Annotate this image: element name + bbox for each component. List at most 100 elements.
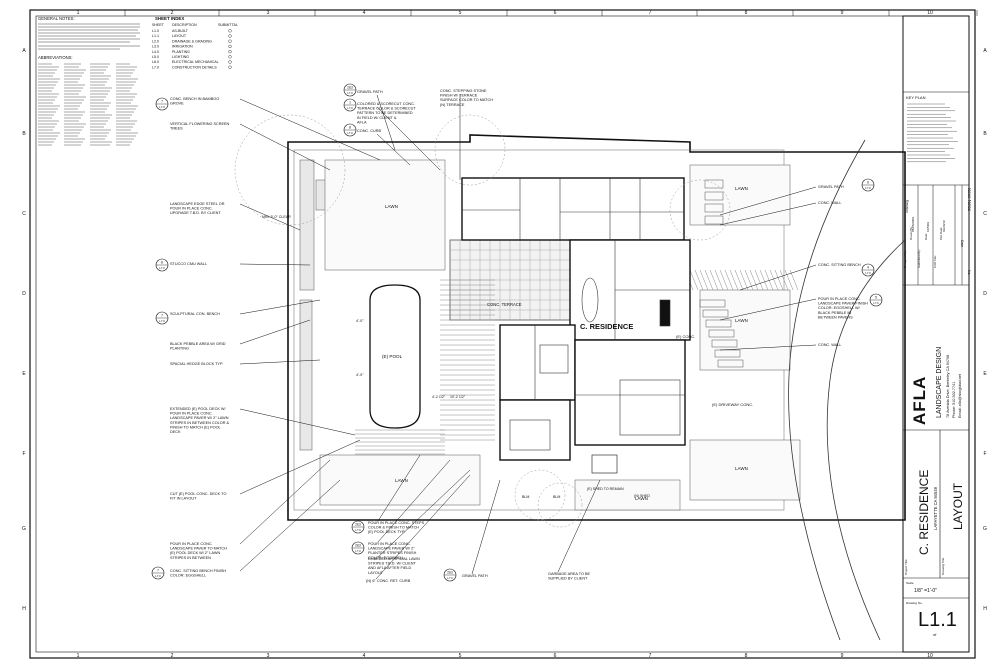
svg-text:L7.0: L7.0: [865, 186, 871, 190]
grid-col-bottom-3: 3: [267, 653, 270, 659]
grid-col-top-5: 5: [459, 10, 462, 16]
date-value-2: 10/5/09: [926, 222, 930, 232]
sheet-index-row-sheet: L6.0: [152, 60, 159, 64]
grid-row-right-A: A: [983, 48, 987, 54]
svg-text:L7.0: L7.0: [159, 319, 165, 323]
lawn-label-6: LAWN: [635, 496, 648, 501]
grid-row-left-E: E: [22, 371, 26, 377]
project-location: LAFAYETTE CA 94549: [933, 486, 938, 530]
sheet-index-row-sheet: L3.0: [152, 45, 159, 49]
sheet-index-row-checkbox: [228, 55, 232, 59]
grid-row-right-F: F: [983, 451, 986, 457]
drawing-no: L1.1: [918, 609, 957, 631]
sheet-index-row-desc: LAYOUT: [172, 34, 187, 38]
firm-name: LANDSCAPE DESIGN: [936, 347, 943, 418]
pool: [369, 284, 421, 429]
sheet-index-row-checkbox: [228, 34, 232, 38]
detail-reference: 6L7.0: [861, 178, 875, 192]
detail-reference: 8L7.0: [343, 123, 357, 137]
svg-text:2&3: 2&3: [447, 571, 453, 575]
svg-text:1: 1: [349, 101, 351, 105]
bubble-label-1: BLM: [522, 495, 529, 499]
grid-row-left-D: D: [22, 291, 26, 297]
callout-right-2: CONC. SITTING BENCH: [818, 263, 861, 267]
detail-reference: 5L7.0: [869, 293, 883, 307]
key-plan-label: KEY PLAN: [906, 95, 926, 100]
grid-col-bottom-4: 4: [363, 653, 366, 659]
svg-text:2&3: 2&3: [355, 523, 361, 527]
title-block-frame: [902, 15, 970, 653]
grid-col-bottom-2: 2: [171, 653, 174, 659]
callout-right-1: CONC. WALL: [818, 201, 842, 205]
sheet-index-row-sheet: L1.1: [152, 34, 159, 38]
drawing-no-label: Drawing No.: [906, 601, 923, 605]
sheet-index-title: SHEET INDEX: [155, 16, 184, 21]
svg-text:L7.0: L7.0: [347, 106, 353, 110]
no-column-label: No.: [967, 270, 971, 275]
date-value-3: 03/20/10: [942, 220, 946, 232]
grid-row-right-H: H: [983, 606, 987, 612]
svg-text:L7.0: L7.0: [873, 301, 879, 305]
svg-text:5: 5: [875, 296, 877, 300]
revision-label: Revision: [905, 200, 909, 213]
callout-right-3: POUR IN PLACE CONC.LANDSCAPE PAVER FINIS…: [818, 297, 868, 319]
callout-left-4: SCULPTURAL CON. BENCH: [170, 312, 220, 316]
sheet-index-row-sheet: L5.0: [152, 55, 159, 59]
sheet-index-header-description: DESCRIPTION: [172, 23, 197, 27]
residence-label: C. RESIDENCE: [580, 322, 633, 331]
sheet-index-row-desc: DRAINAGE & GRADING: [172, 39, 212, 43]
sheet-index-row-desc: CONSTRUCTION DETAILS: [172, 65, 217, 69]
svg-text:L7.0: L7.0: [159, 266, 165, 270]
svg-text:2&3: 2&3: [355, 544, 361, 548]
svg-text:7: 7: [161, 100, 163, 104]
detail-reference: 2&3L7.0: [351, 520, 365, 534]
grid-col-top-10: 10: [927, 10, 933, 16]
n-shed-label: (N) SHED: [634, 494, 650, 498]
grid-row-right-D: D: [983, 291, 987, 297]
sheet-index-row-desc: PLANTING: [172, 50, 190, 54]
title-block: KEY PLAN Issue Notes Revision Date No. D…: [902, 15, 972, 653]
designed-by-label: Designed By:: [903, 250, 907, 268]
sheet-index: SHEET INDEX SHEET DESCRIPTION SUBMITTAL …: [152, 16, 238, 69]
scale-label: Scale: [906, 581, 914, 585]
lawn-label-2: LAWN: [395, 478, 408, 483]
grid-row-left-F: F: [22, 451, 25, 457]
sheet-index-row-checkbox: [228, 49, 232, 54]
firm-email: Email: afla@sbcglobal.net: [958, 373, 962, 418]
svg-text:8: 8: [349, 126, 351, 130]
callout-right-4: CONC. WALL: [818, 343, 842, 347]
callout-left-3: STUCCO CMU WALL: [170, 262, 207, 266]
scale-value: 1/8" =1'-0": [914, 588, 937, 594]
min-clear-label: MIN. 5'-0" CLEAR: [262, 215, 291, 219]
svg-text:L7.0: L7.0: [447, 576, 453, 580]
date-label: Date:: [924, 233, 928, 240]
svg-text:L7.0: L7.0: [865, 271, 871, 275]
drawing-title-label: Drawing Title: [941, 557, 945, 575]
callout-bottom-1: POUR IN PLACE CONC.LANDSCAPE PAVER W/ 2"…: [368, 542, 417, 560]
site-plan: LAWN LAWN LAWN LAWN LAWN LAWN CONC. TERR…: [234, 114, 906, 641]
svg-text:7: 7: [161, 314, 163, 318]
sheet-index-row-sheet: L4.0: [152, 50, 159, 54]
grid-row-left-B: B: [22, 131, 26, 137]
detail-reference: 7L7.0: [155, 311, 169, 325]
grid-col-top-7: 7: [649, 10, 652, 16]
firm-logo: AFLA: [910, 376, 929, 425]
grid-col-top-9: 9: [841, 10, 844, 16]
sheet-index-row-checkbox: [228, 39, 232, 43]
grid-row-left-H: H: [22, 606, 26, 612]
abbreviations: ABBREVIATIONS:: [38, 55, 138, 146]
svg-text:2&3: 2&3: [347, 86, 353, 90]
lawn-label-4: LAWN: [735, 318, 748, 323]
callout-top-0: GRAVEL PATH: [357, 90, 383, 94]
callout-left-7: EXTENDED (E) POOL DECK W/POUR IN PLACE C…: [170, 407, 230, 434]
property-line: [287, 134, 906, 521]
detail-reference: 8L7.0: [155, 258, 169, 272]
sheet-index-row-sheet: L7.0: [152, 65, 159, 69]
grid-col-top-3: 3: [267, 10, 270, 16]
tree-canopies: [234, 114, 731, 528]
sheet-index-row-desc: IRRIGATION: [172, 45, 193, 49]
